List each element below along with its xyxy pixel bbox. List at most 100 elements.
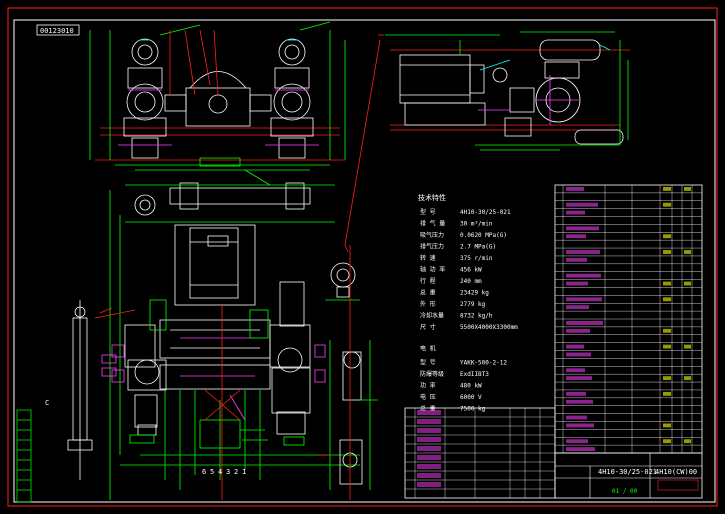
parts-row-entry xyxy=(566,391,586,396)
parts-row-entry xyxy=(566,297,602,302)
spec-label: 吸气压力 xyxy=(420,231,444,239)
title-row-entry xyxy=(417,419,441,424)
motor-spec-label: 功 率 xyxy=(420,382,436,390)
balloon-6: 6 xyxy=(202,468,206,476)
plan-view-right-vessel xyxy=(318,245,378,500)
parts-row-entry xyxy=(566,399,593,404)
motor-spec-value: 6000 V xyxy=(460,394,482,401)
balloon-3: 3 xyxy=(226,468,230,476)
parts-row-qty xyxy=(663,297,671,302)
parts-list-grid xyxy=(555,185,702,453)
parts-row-qty xyxy=(663,187,671,191)
motor-spec-value: ExdIIBT3 xyxy=(460,371,489,378)
parts-row-entry xyxy=(566,273,601,278)
balloon-5: 5 xyxy=(210,468,214,476)
parts-row-entry xyxy=(566,321,603,325)
plan-view xyxy=(67,169,360,500)
tech-spec-rows: 型 号 4H10-30/25-021 排 气 量 30 m³/min 吸气压力 0.062… xyxy=(420,208,518,413)
parts-row-qty xyxy=(663,423,671,428)
parts-row-weight xyxy=(684,250,691,254)
side-elevation-view xyxy=(385,31,630,151)
tech-spec-block: 技术特性 型 号 4H10-30/25-021 排 气 量 30 m³/min 吸气压力… xyxy=(418,193,518,413)
balloon-4: 4 xyxy=(218,468,222,476)
title-row-entry xyxy=(417,455,441,460)
parts-row-entry xyxy=(566,328,590,333)
spec-value: 2.7 MPa(G) xyxy=(460,244,496,251)
motor-spec-label: 防爆等级 xyxy=(420,370,444,378)
spec-label: 冷却水量 xyxy=(420,312,444,320)
spec-value: 456 kW xyxy=(460,267,482,274)
parts-row-entry xyxy=(566,281,588,286)
parts-row-entry xyxy=(566,376,592,381)
parts-row-entry xyxy=(566,368,585,373)
motor-spec-label: 电 压 xyxy=(420,393,436,401)
title-block: 4H10-30/25-021 4H10(CW)00 01 / 00 xyxy=(404,407,703,499)
title-row-entry xyxy=(417,482,441,487)
parts-row-entry xyxy=(566,305,589,310)
motor-spec-value: 480 kW xyxy=(460,383,482,390)
spec-label: 转 速 xyxy=(420,254,436,262)
row-label-c: C xyxy=(45,399,49,407)
parts-row-qty xyxy=(663,439,671,444)
parts-row-entry xyxy=(566,210,585,215)
frame-tag: 00123010 xyxy=(36,24,80,36)
parts-row-weight xyxy=(684,376,691,381)
parts-row-entry xyxy=(566,415,587,420)
section-lines xyxy=(344,34,384,253)
spec-label: 总 重 xyxy=(420,289,436,297)
motor-spec-value: 7500 kg xyxy=(460,406,486,413)
parts-row-qty xyxy=(663,281,671,286)
spec-label: 外 形 xyxy=(420,300,436,308)
parts-row-entry xyxy=(566,447,595,451)
outer-frame xyxy=(7,7,718,507)
parts-row-qty xyxy=(663,202,671,207)
spec-value: 23429 kg xyxy=(460,290,489,297)
parts-row-weight xyxy=(684,281,691,286)
motor-heading: 电 机 xyxy=(420,345,436,353)
tech-spec-heading: 技术特性 xyxy=(418,193,446,202)
spec-value: 30 m³/min xyxy=(460,221,493,228)
parts-row-entry xyxy=(566,439,588,444)
left-margin-strip xyxy=(16,409,32,503)
parts-row-weight xyxy=(684,187,691,191)
sheet-label: 01 / 00 xyxy=(612,488,638,495)
spec-value: 375 r/min xyxy=(460,255,493,262)
spec-value: 4H10-30/25-021 xyxy=(460,209,511,216)
parts-row-entry xyxy=(566,202,598,207)
parts-row-entry xyxy=(566,226,599,231)
parts-row-qty xyxy=(663,250,671,254)
title-row-entry xyxy=(417,428,441,433)
parts-row-weight xyxy=(684,344,691,349)
parts-row-qty xyxy=(663,328,671,333)
title-row-entry xyxy=(417,464,441,469)
title-row-entry xyxy=(417,437,441,442)
parts-row-entry xyxy=(566,352,591,357)
parts-row-entry xyxy=(566,187,584,191)
spec-label: 尺 寸 xyxy=(420,323,436,331)
inner-frame xyxy=(13,19,716,503)
spec-label: 排 气 量 xyxy=(420,220,445,228)
parts-row-entry xyxy=(566,234,586,239)
front-elevation-view xyxy=(89,21,346,171)
balloon-1: 1 xyxy=(242,468,246,476)
parts-row-entry xyxy=(566,250,600,254)
motor-spec-value: YAKK-500-2-12 xyxy=(460,360,507,367)
spec-label: 轴 功 率 xyxy=(420,266,445,274)
main-title-code-2: 4H10(CW)00 xyxy=(655,468,697,476)
motor-spec-label: 型 号 xyxy=(420,359,436,367)
spec-label: 型 号 xyxy=(420,208,436,216)
spec-label: 排气压力 xyxy=(420,243,444,251)
spec-value: 8732 kg/h xyxy=(460,313,493,320)
spec-value: 240 mm xyxy=(460,278,482,285)
title-block-grid xyxy=(405,408,555,498)
spec-value: 0.0620 MPa(G) xyxy=(460,232,507,239)
parts-row-qty xyxy=(663,376,671,381)
frame-tag-text: 00123010 xyxy=(40,27,74,35)
parts-row-weight xyxy=(684,439,691,444)
parts-row-qty xyxy=(663,391,671,396)
parts-row-entry xyxy=(566,423,594,428)
spec-value: 5500X4000X3300mm xyxy=(460,324,518,331)
parts-row-qty xyxy=(663,344,671,349)
title-row-entry xyxy=(417,410,441,415)
